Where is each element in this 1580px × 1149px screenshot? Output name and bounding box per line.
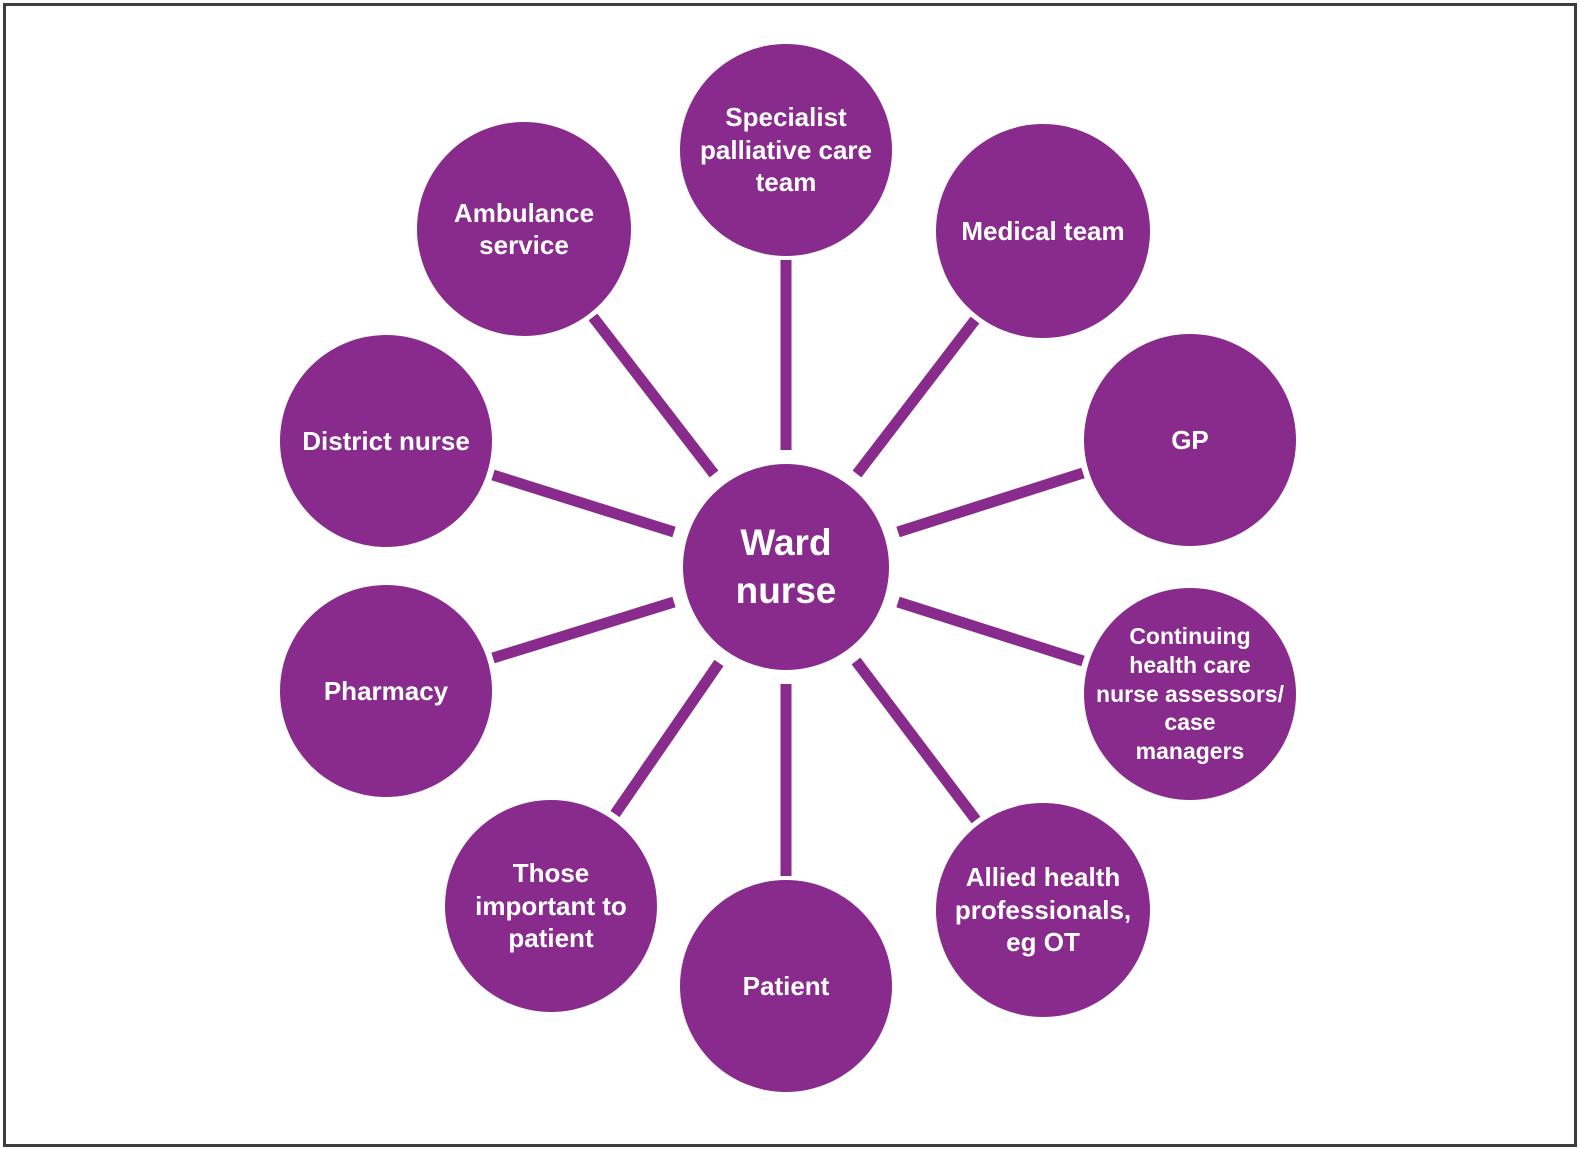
- node-label: GP: [1171, 424, 1209, 455]
- connector-line-district-nurse: [491, 469, 676, 538]
- node-those-important-to-patient: Those important to patient: [445, 800, 657, 1012]
- connector-line-ambulance-service: [588, 313, 719, 478]
- connector-line-allied-health-professionals: [851, 657, 981, 824]
- connector-line-medical-team: [852, 316, 980, 478]
- node-district-nurse: District nurse: [280, 335, 492, 547]
- node-label: Specialist palliative care team: [700, 102, 872, 198]
- node-pharmacy: Pharmacy: [280, 585, 492, 797]
- node-ambulance-service: Ambulance service: [417, 122, 631, 336]
- node-allied-health-professionals: Allied health professionals, eg OT: [936, 803, 1150, 1017]
- hub-node-ward-nurse: Ward nurse: [683, 464, 889, 670]
- node-label: Pharmacy: [323, 675, 449, 706]
- connector-line-pharmacy: [491, 596, 676, 664]
- node-patient: Patient: [680, 880, 892, 1092]
- connector-line-gp: [896, 467, 1085, 538]
- node-label: District nurse: [302, 425, 470, 456]
- node-medical-team: Medical team: [936, 124, 1150, 338]
- node-label: Patient: [742, 970, 830, 1001]
- node-specialist-palliative-care-team: Specialist palliative care team: [680, 44, 892, 256]
- node-label: Continuing health care nurse assessors/ …: [1096, 623, 1284, 765]
- node-label: Those important to patient: [475, 858, 627, 954]
- connector-line-those-important-to-patient: [610, 659, 724, 818]
- node-gp: GP: [1084, 334, 1296, 546]
- connector-line-continuing-health-care: [896, 596, 1085, 667]
- node-label: Ambulance service: [453, 197, 595, 261]
- node-label: Allied health professionals, eg OT: [954, 862, 1132, 958]
- node-label: Medical team: [961, 215, 1125, 246]
- node-continuing-health-care-nurse-assessors-case-managers: Continuing health care nurse assessors/ …: [1084, 588, 1296, 800]
- hub-node-label: Ward nurse: [735, 521, 837, 611]
